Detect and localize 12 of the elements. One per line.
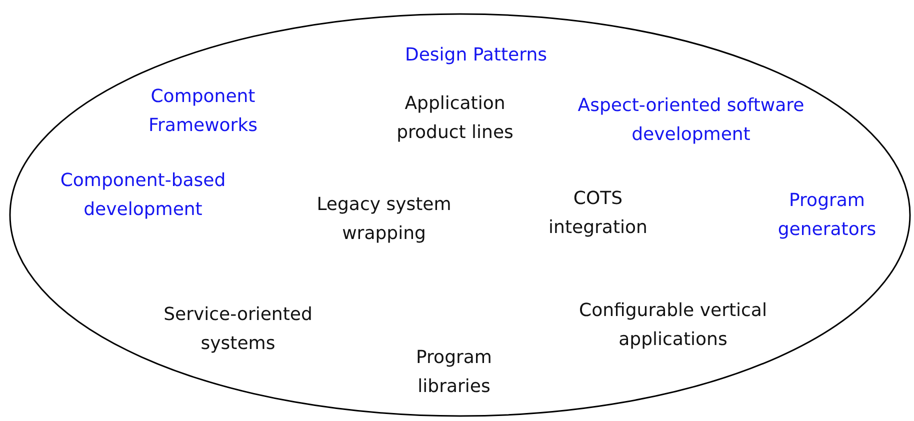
topic-label: COTS integration bbox=[548, 187, 648, 240]
topic-label: Component Frameworks bbox=[147, 85, 259, 138]
topic-label: Component-based development bbox=[59, 169, 227, 222]
topic-label: Program libraries bbox=[415, 346, 493, 399]
topic-label: Program generators bbox=[776, 189, 878, 242]
topic-label: Legacy system wrapping bbox=[316, 193, 452, 246]
topic-label: Configurable vertical applications bbox=[578, 299, 768, 352]
topic-label: Aspect-oriented software development bbox=[576, 94, 806, 147]
topic-label: Design Patterns bbox=[404, 44, 548, 68]
topic-label: Service-oriented systems bbox=[162, 303, 314, 356]
ellipse-boundary bbox=[8, 12, 912, 418]
topic-label: Application product lines bbox=[396, 92, 514, 145]
